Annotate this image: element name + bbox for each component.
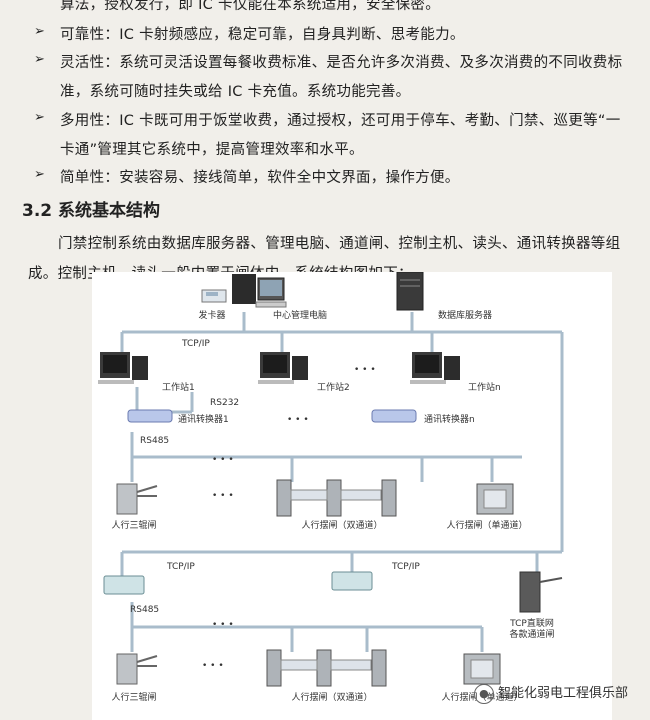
bullet-line: 简单性：安装容易、接线简单，软件全中文界面，操作方便。 xyxy=(60,170,460,186)
card-issuer-icon xyxy=(201,289,227,303)
bullet-arrow-icon: ➢ xyxy=(34,167,45,182)
swing-gate-double-label: 人行摆闸（双通道） xyxy=(291,691,372,703)
swing-gate-single-label: 人行摆闸（单通道） xyxy=(446,519,527,531)
bullet-line: 多用性：IC 卡既可用于饭堂收费，通过授权，还可用于停车、考勤、门禁、巡更等“一 xyxy=(60,113,621,129)
workstation-2-icon xyxy=(258,352,308,384)
ellipsis: • • • xyxy=(212,455,234,465)
converter-1-label: 通讯转换器1 xyxy=(178,413,229,425)
center-pc-label: 中心管理电脑 xyxy=(273,309,327,321)
controller-icon xyxy=(103,575,145,595)
wechat-icon: ● xyxy=(473,683,494,704)
tcpip-label: TCP/IP xyxy=(166,562,195,572)
rs232-label: RS232 xyxy=(210,398,239,408)
bullet-line: 灵活性：系统可灵活设置每餐收费标准、是否允许多次消费、及多次消费的不同收费标 xyxy=(60,55,623,71)
workstation-1-icon xyxy=(98,352,148,384)
swing-gate-double-label: 人行摆闸（双通道） xyxy=(301,519,382,531)
tcpip-label: TCP/IP xyxy=(181,339,210,349)
ellipsis: • • • xyxy=(287,415,309,425)
workstation-n-label: 工作站n xyxy=(468,381,501,393)
tripod-turnstile-icon xyxy=(116,653,158,685)
bullet-line: 可靠性：IC 卡射频感应，稳定可靠，自身具判断、思考能力。 xyxy=(60,27,465,43)
watermark-text: 智能化弱电工程俱乐部 xyxy=(497,686,628,701)
swing-gate-single-icon xyxy=(463,653,501,685)
tripod-turnstile-label: 人行三辊闸 xyxy=(111,691,156,703)
ellipsis: • • • xyxy=(202,661,224,671)
card-issuer-label: 发卡器 xyxy=(198,309,225,321)
tripod-turnstile-label: 人行三辊闸 xyxy=(111,519,156,531)
bullet-line: 卡通”管理其它系统中，提高管理效率和水平。 xyxy=(60,142,364,158)
bullet-line: 准，系统可随时挂失或给 IC 卡充值。系统功能完善。 xyxy=(60,84,411,100)
center-pc-icon xyxy=(232,274,287,308)
swing-gate-double-icon xyxy=(266,649,387,687)
ellipsis: • • • xyxy=(354,365,376,375)
bullet-arrow-icon: ➢ xyxy=(34,110,45,125)
database-server-icon xyxy=(396,272,424,311)
converter-1-icon xyxy=(127,409,173,423)
tcp-gates-label: TCP直联网 xyxy=(509,617,554,629)
ellipsis: • • • xyxy=(212,620,234,630)
controller-icon xyxy=(331,571,373,591)
bullet-arrow-icon: ➢ xyxy=(34,24,45,39)
database-server-label: 数据库服务器 xyxy=(438,309,492,321)
watermark: ●智能化弱电工程俱乐部 xyxy=(473,682,628,704)
ellipsis: • • • xyxy=(212,491,234,501)
paragraph-line: 门禁控制系统由数据库服务器、管理电脑、通道闸、控制主机、读头、通讯转换器等组 xyxy=(58,236,621,252)
converter-n-label: 通讯转换器n xyxy=(424,413,475,425)
swing-gate-double-icon xyxy=(276,479,397,517)
system-structure-diagram: 发卡器 中心管理电脑 数据库服务器 TCP/IP 工作站1 xyxy=(92,272,612,720)
tcpip-label: TCP/IP xyxy=(391,562,420,572)
workstation-n-icon xyxy=(410,352,460,384)
workstation-1-label: 工作站1 xyxy=(162,381,195,393)
bullet-line: 算法，授权发行，即 IC 卡仅能在本系统适用，安全保密。 xyxy=(60,0,441,13)
section-heading: 3.2 系统基本结构 xyxy=(22,201,161,221)
tcp-turnstile-icon xyxy=(519,571,563,613)
tcp-gates-label: 各款通道闸 xyxy=(509,628,554,640)
tripod-turnstile-icon xyxy=(116,483,158,515)
rs485-label: RS485 xyxy=(140,436,169,446)
workstation-2-label: 工作站2 xyxy=(317,381,350,393)
swing-gate-single-icon xyxy=(476,483,514,515)
bullet-arrow-icon: ➢ xyxy=(34,52,45,67)
rs485-label: RS485 xyxy=(130,605,159,615)
converter-n-icon xyxy=(371,409,417,423)
